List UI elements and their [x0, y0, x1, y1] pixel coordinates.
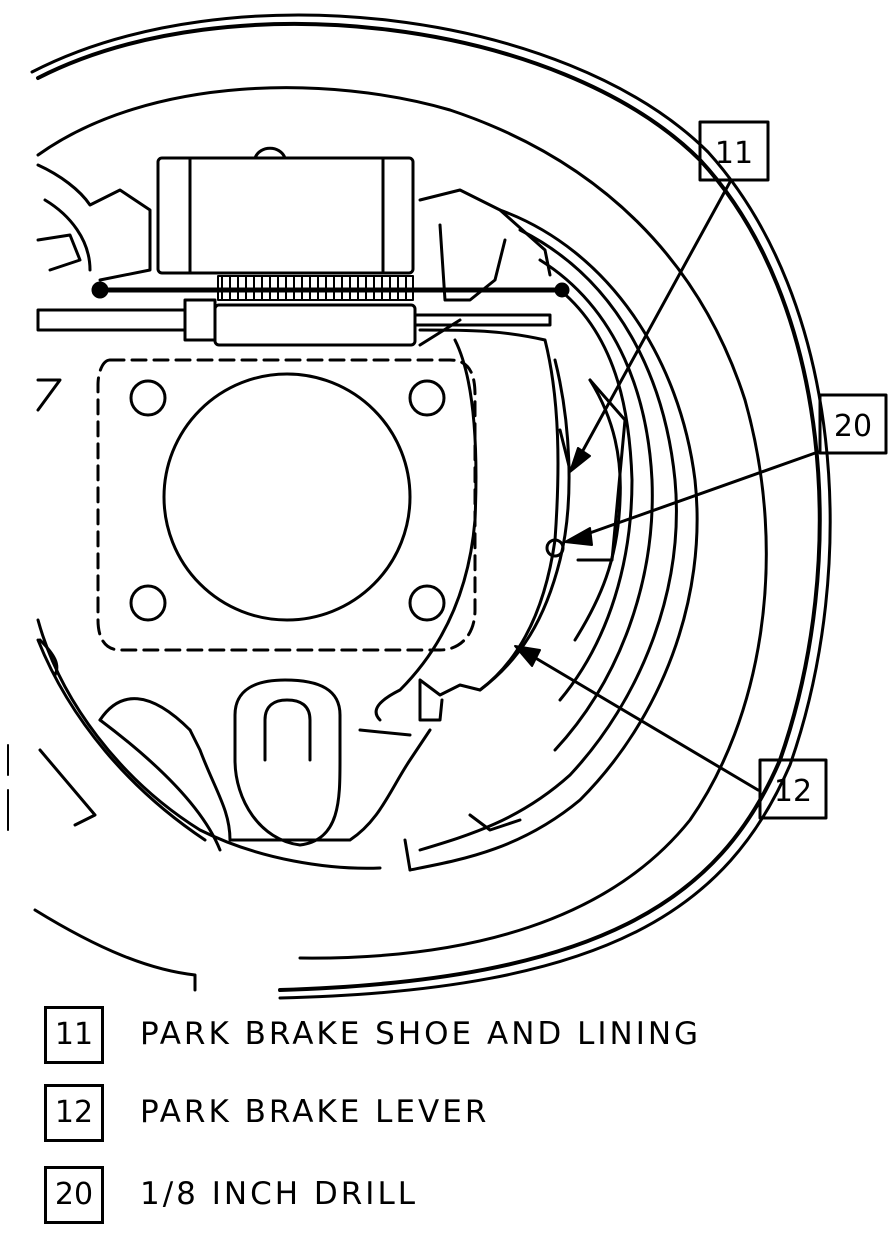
callout-20: 20 [564, 393, 888, 546]
backing-plate-outer-rings [30, 13, 832, 1000]
park-brake-lever [418, 358, 572, 722]
legend-item-11: 11 PARK BRAKE SHOE AND LINING [44, 1006, 804, 1070]
legend-number-box: 20 [44, 1166, 104, 1224]
callout-20-label: 20 [834, 409, 872, 444]
callout-11: 11 [569, 120, 770, 473]
legend-item-20: 20 1/8 INCH DRILL [44, 1166, 804, 1230]
callout-11-label: 11 [715, 136, 753, 171]
legend-label: 1/8 INCH DRILL [140, 1176, 418, 1212]
legend-label: PARK BRAKE SHOE AND LINING [140, 1016, 702, 1052]
brake-shoe-rings [36, 208, 699, 872]
park-brake-shoe [374, 328, 627, 722]
callout-12-label: 12 [774, 774, 812, 809]
lower-anchor-clip [38, 638, 432, 852]
legend-label: PARK BRAKE LEVER [140, 1094, 490, 1130]
legend-number-box: 12 [44, 1084, 104, 1142]
upper-anchor-detail [36, 163, 552, 412]
axle-flange [96, 358, 477, 652]
legend-number-box: 11 [44, 1006, 104, 1064]
callout-12: 12 [514, 645, 828, 820]
wheel-cylinder [156, 146, 415, 275]
return-spring [91, 275, 570, 301]
adjuster-strut [36, 298, 552, 347]
legend-item-12: 12 PARK BRAKE LEVER [44, 1084, 804, 1148]
